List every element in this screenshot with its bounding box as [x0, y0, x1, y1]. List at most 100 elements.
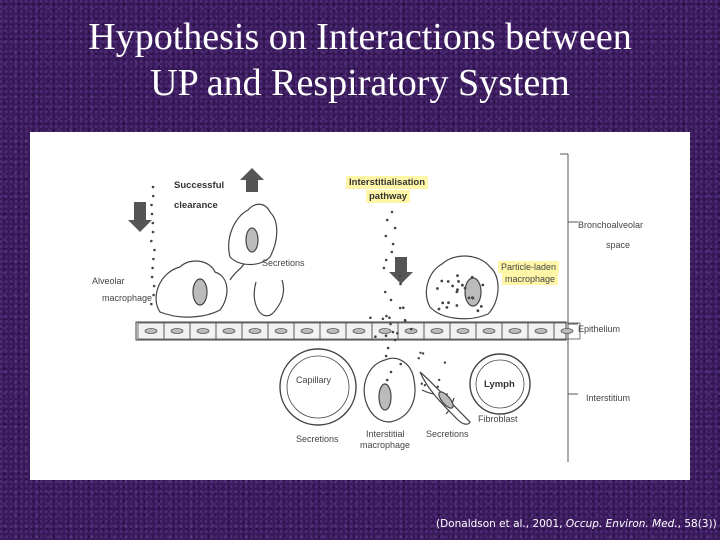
particle	[151, 221, 155, 225]
particle	[381, 317, 385, 321]
particle	[150, 203, 153, 207]
label-epithelium: Epithelium	[578, 324, 621, 334]
epithelial-nucleus	[378, 328, 392, 334]
particle	[456, 288, 459, 291]
epithelial-nucleus	[482, 328, 496, 334]
particle	[384, 334, 388, 337]
epithelial-nucleus	[560, 328, 574, 334]
label-particle-laden: Particle-laden	[498, 261, 560, 273]
particle	[446, 280, 450, 283]
particle	[390, 250, 394, 254]
particle	[390, 210, 394, 214]
label-macrophage-left: macrophage	[102, 293, 153, 303]
clearing-macrophage	[228, 203, 278, 266]
particle	[382, 266, 386, 270]
particle	[419, 351, 422, 354]
label-pathway: pathway	[366, 190, 411, 203]
fibroblast	[419, 371, 471, 425]
particle	[385, 314, 388, 318]
particle	[420, 382, 423, 385]
particle	[436, 385, 439, 388]
label-macrophage-right: macrophage	[502, 273, 559, 285]
slide-title: Hypothesis on Interactions between UP an…	[0, 14, 720, 106]
particle	[398, 306, 402, 310]
particle	[393, 226, 397, 230]
region-brackets	[560, 153, 578, 462]
particle	[391, 242, 395, 246]
diagram-panel: Successful clearance Interstitialisation…	[30, 132, 690, 480]
particle	[151, 230, 155, 234]
particle	[388, 316, 391, 319]
alveolar-macrophage-left	[155, 260, 228, 318]
epithelial-nucleus	[196, 328, 210, 334]
particle	[409, 327, 413, 331]
particle	[423, 384, 427, 387]
particle	[441, 301, 445, 305]
label-clearance: clearance	[174, 200, 218, 211]
label-interstitialisation: Interstitialisation	[346, 176, 429, 189]
particle	[150, 212, 154, 216]
epithelial-nucleus	[222, 328, 236, 334]
up-arrow-clearance	[240, 168, 264, 192]
label-secretions-top: Secretions	[262, 258, 305, 268]
epithelial-nucleus	[352, 328, 366, 334]
particle	[403, 319, 407, 323]
interstitial-macrophage	[363, 357, 416, 423]
particle	[438, 378, 441, 382]
particle	[151, 185, 155, 189]
title-line-1: Hypothesis on Interactions between	[88, 16, 632, 58]
particle	[421, 352, 425, 355]
particle	[389, 322, 392, 326]
epithelial-cell	[553, 322, 581, 340]
epithelial-nucleus	[248, 328, 262, 334]
particle	[374, 335, 377, 338]
particle	[470, 275, 474, 279]
particle	[479, 305, 483, 308]
particle	[151, 194, 155, 198]
label-lymph: Lymph	[484, 379, 515, 390]
particle	[386, 346, 390, 350]
particle	[151, 266, 154, 270]
label-interstitial: Interstitial	[366, 429, 405, 439]
epithelial-nucleus	[534, 328, 548, 334]
label-secretions-left: Secretions	[296, 434, 339, 444]
particle	[384, 258, 388, 262]
epithelial-nucleus	[170, 328, 184, 334]
label-secretions-right: Secretions	[426, 429, 469, 439]
label-fibroblast: Fibroblast	[478, 414, 518, 424]
label-interstitium: Interstitium	[586, 393, 631, 403]
down-arrow-middle	[389, 257, 413, 284]
epithelial-nucleus	[430, 328, 444, 334]
epithelial-nucleus	[456, 328, 470, 334]
particle	[471, 296, 474, 299]
particle	[455, 290, 459, 294]
particle	[451, 284, 454, 288]
particle	[455, 304, 459, 307]
epithelial-nucleus	[274, 328, 288, 334]
epithelium-layer	[135, 321, 581, 341]
particle-dots	[150, 185, 485, 388]
particle	[461, 283, 464, 287]
particle	[402, 306, 405, 309]
particle	[456, 274, 459, 277]
citation: (Donaldson et al., 2001, Occup. Environ.…	[436, 518, 717, 530]
particle	[383, 290, 387, 294]
particle	[150, 302, 153, 306]
label-alveolar: Alveolar	[92, 276, 125, 286]
epithelial-nucleus	[326, 328, 340, 334]
particle	[369, 316, 372, 320]
particle	[476, 309, 480, 313]
label-capillary: Capillary	[296, 375, 332, 385]
particle	[399, 282, 402, 286]
particle	[393, 338, 397, 342]
particle	[457, 280, 460, 283]
particle	[385, 218, 389, 222]
label-space: space	[606, 240, 631, 250]
particle	[389, 298, 393, 302]
particle	[385, 378, 389, 382]
particle	[463, 286, 467, 290]
capillary-vessel	[279, 348, 357, 426]
label-successful: Successful	[174, 180, 225, 191]
particle	[440, 279, 444, 283]
label-macrophage-bottom: macrophage	[360, 440, 411, 450]
